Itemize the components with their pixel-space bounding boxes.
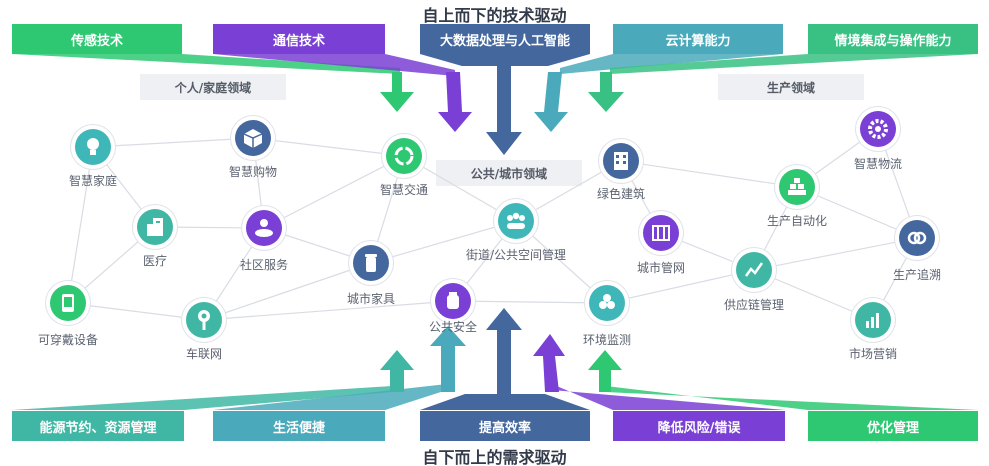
camera-icon <box>435 283 471 319</box>
node-label-public-safety: 公共安全 <box>428 320 478 334</box>
top-box-cloud: 云计算能力 <box>613 24 783 54</box>
node-label-community-service: 社区服务 <box>239 258 289 272</box>
arrow-down-blue <box>486 66 522 155</box>
top-title: 自上而下的技术驱动 <box>422 6 567 25</box>
phone-icon <box>50 285 86 321</box>
loop-icon <box>899 220 935 256</box>
node-label-smart-home: 智慧家庭 <box>68 174 118 188</box>
pin-icon <box>186 302 222 338</box>
arrow-up-blue <box>486 308 522 394</box>
bar-icon <box>855 302 891 338</box>
bottom-box-optimize: 优化管理 <box>808 411 978 441</box>
node-label-supply-chain: 供应链管理 <box>723 298 785 312</box>
domain-production: 生产领域 <box>718 74 864 100</box>
bottom-box-efficiency: 提高效率 <box>420 411 590 441</box>
node-label-connected-car: 车联网 <box>185 347 223 361</box>
arrow-down-teal <box>534 72 568 132</box>
group-icon <box>498 203 534 239</box>
ring-icon <box>386 138 422 174</box>
arrow-up-lightteal <box>430 326 466 392</box>
arrow-up-teal <box>380 350 414 392</box>
node-label-production-trace: 生产追溯 <box>892 268 942 282</box>
boxes-icon <box>779 169 815 205</box>
bottom-arrows <box>380 308 622 394</box>
node-label-smart-shopping: 智慧购物 <box>228 165 278 179</box>
bottom-box-energy: 能源节约、资源管理 <box>12 411 184 441</box>
node-label-smart-logistics: 智慧物流 <box>853 157 903 171</box>
domain-personal: 个人/家庭领域 <box>140 74 286 100</box>
bulb-icon <box>75 129 111 165</box>
node-label-street-management: 街道/公共空间管理 <box>465 248 567 262</box>
node-label-smart-traffic: 智慧交通 <box>379 183 429 197</box>
node-label-production-automation: 生产自动化 <box>766 214 828 228</box>
bottom-funnel <box>12 384 978 410</box>
top-box-sensing: 传感技术 <box>12 24 182 54</box>
building-icon <box>603 143 639 179</box>
arrow-down-green-right <box>588 72 624 112</box>
top-box-context-integration: 情境集成与操作能力 <box>808 24 978 54</box>
arrow-down-green <box>380 72 414 112</box>
box-icon <box>235 120 271 156</box>
domain-public: 公共/城市领域 <box>436 160 582 186</box>
arrow-up-purple <box>533 334 565 392</box>
top-box-communication: 通信技术 <box>213 24 385 54</box>
node-label-green-building: 绿色建筑 <box>596 187 646 201</box>
node-label-city-furniture: 城市家具 <box>346 292 396 306</box>
node-label-marketing: 市场营销 <box>848 347 898 361</box>
gear-icon <box>860 111 896 147</box>
node-label-city-pipe-network: 城市管网 <box>636 261 686 275</box>
node-label-environment-monitoring: 环境监测 <box>582 333 632 347</box>
node-label-medical: 医疗 <box>142 254 168 268</box>
bottom-box-risk: 降低风险/错误 <box>613 411 785 441</box>
arrow-down-purple <box>438 72 472 132</box>
top-arrows <box>380 66 624 155</box>
top-funnel <box>12 54 978 76</box>
bottom-box-convenience: 生活便捷 <box>213 411 385 441</box>
node-label-wearable: 可穿戴设备 <box>37 333 99 347</box>
people-icon <box>246 210 282 246</box>
grid-icon <box>643 215 679 251</box>
arrow-up-green <box>588 350 622 392</box>
bottom-title: 自下而上的需求驱动 <box>422 448 567 466</box>
dots-icon <box>589 285 625 321</box>
chart-line-icon <box>736 252 772 288</box>
hospital-icon <box>137 209 173 245</box>
bin-icon <box>353 245 389 281</box>
top-box-bigdata-ai: 大数据处理与人工智能 <box>420 24 590 54</box>
